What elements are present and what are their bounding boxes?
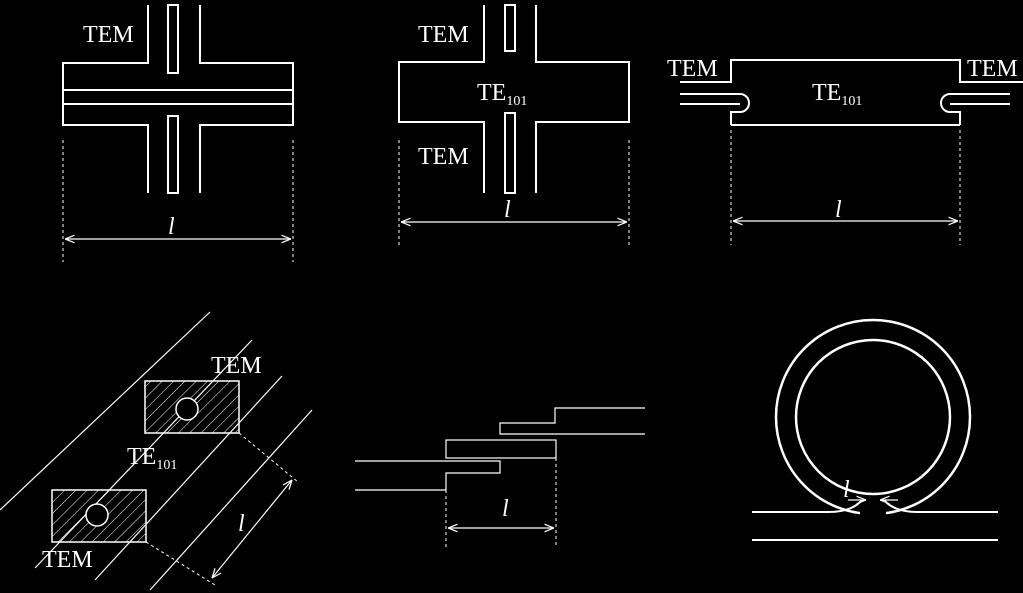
panel-4-wall-1 xyxy=(0,311,211,511)
panel-2-label-length: l xyxy=(504,197,511,223)
panel-1-label-tem: TEM xyxy=(83,22,134,48)
panel-3-right-coax xyxy=(940,93,1010,125)
panel-3-label-tem-right: TEM xyxy=(967,56,1018,82)
panel-5-lower-line xyxy=(355,460,501,491)
panel-6-ring-resonator: l xyxy=(752,318,998,541)
panel-4-dim-upper xyxy=(238,432,299,483)
panel-2-label-te: TE101 xyxy=(477,80,527,109)
panel-4-label-length: l xyxy=(238,511,245,537)
panel-4-label-tem-bottom: TEM xyxy=(42,547,93,573)
panel-3-cavity-outline xyxy=(680,59,1023,83)
panel-2-cross-cavity: TEM TEM TE101 l xyxy=(398,4,630,245)
panel-6-gap-mask xyxy=(860,500,886,522)
panel-4-upper-pin xyxy=(175,397,199,421)
panel-1-label-length: l xyxy=(168,214,175,240)
panel-4-wall-3 xyxy=(94,375,283,581)
panel-3-loop-coupled-cavity: TEM TEM TE101 l xyxy=(667,56,1023,245)
panel-2-label-tem-bottom: TEM xyxy=(418,144,469,170)
panel-6-feed-right xyxy=(883,499,998,513)
panel-4-label-tem-top: TEM xyxy=(211,353,262,379)
panel-3-label-tem-left: TEM xyxy=(667,56,718,82)
panel-4-lower-pin xyxy=(85,503,109,527)
panel-1-cross-resonator: TEM l xyxy=(62,4,294,262)
panel-3-label-te: TE101 xyxy=(812,80,862,109)
panel-5-upper-line xyxy=(499,407,645,435)
panel-3-left-coax xyxy=(680,93,750,125)
panel-2-outline xyxy=(398,5,630,193)
panel-1-upper-conductor xyxy=(167,4,179,74)
panel-3-label-length: l xyxy=(835,197,842,223)
panel-4-wall-4 xyxy=(149,409,313,591)
panel-2-upper-conductor xyxy=(504,4,516,52)
panel-4-dim-lower xyxy=(145,541,216,586)
panel-6-ring-inner xyxy=(794,338,952,496)
panel-5-stepped-stripline: l xyxy=(355,407,645,548)
panel-1-outline xyxy=(62,5,294,193)
panel-6-label-length: l xyxy=(843,477,850,503)
panel-4-length-arrow xyxy=(212,480,292,578)
panel-2-lower-conductor xyxy=(504,112,516,194)
panel-6-ring-outer xyxy=(774,318,972,516)
panel-1-lower-conductor xyxy=(167,115,179,194)
panel-4-inclined-guide: TEM TEM TE101 l xyxy=(0,311,313,591)
panel-5-label-length: l xyxy=(502,496,509,522)
panel-4-label-te: TE101 xyxy=(127,444,177,473)
panel-5-resonator-strip xyxy=(445,439,557,459)
panel-2-label-tem-top: TEM xyxy=(418,22,469,48)
